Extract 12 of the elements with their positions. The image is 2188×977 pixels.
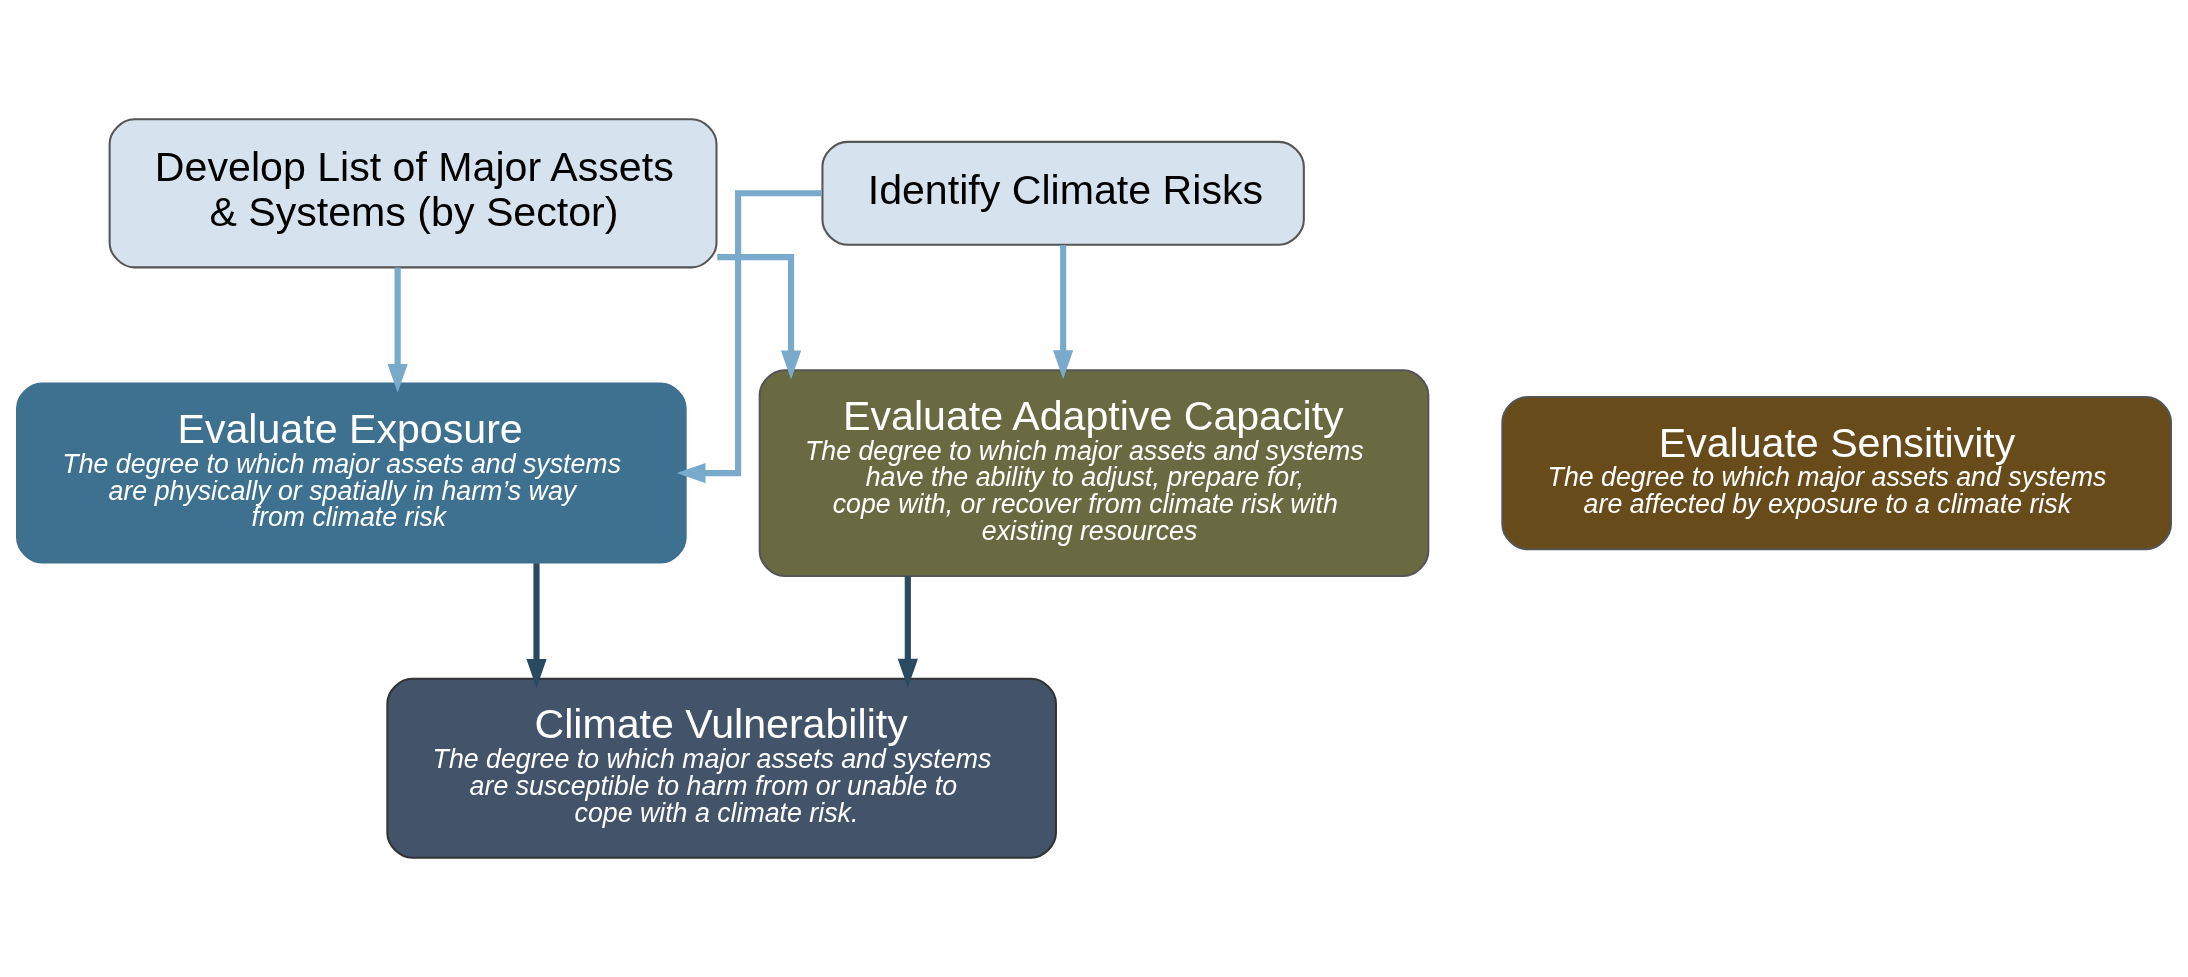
arrow [526, 563, 547, 688]
node-box: Evaluate Exposure The degree to which major assets and systems are physically or spatially in harm’s way from climate risk [16, 382, 687, 564]
arrow [717, 253, 802, 380]
arrow [1053, 245, 1074, 380]
node-box: Climate Vulnerability The degree to which major assets and systems are susceptible to harm from or unable to cope with a climate risk. [386, 677, 1057, 859]
node-box: Evaluate Sensitivity The degree to which major assets and systems are affected by exposure to a climate risk [1501, 395, 2172, 551]
arrow [676, 190, 822, 484]
arrow [387, 267, 408, 393]
node-box: Evaluate Adaptive Capacity The degree to which major assets and systems have the ability to adjust, prepare for, cope with, or recover from climate risk with existing resources [758, 369, 1430, 577]
node-box: Develop List of Major Assets & Systems (by Sector) [108, 118, 718, 269]
arrow [897, 576, 918, 688]
node-box: Identify Climate Risks [821, 140, 1305, 246]
